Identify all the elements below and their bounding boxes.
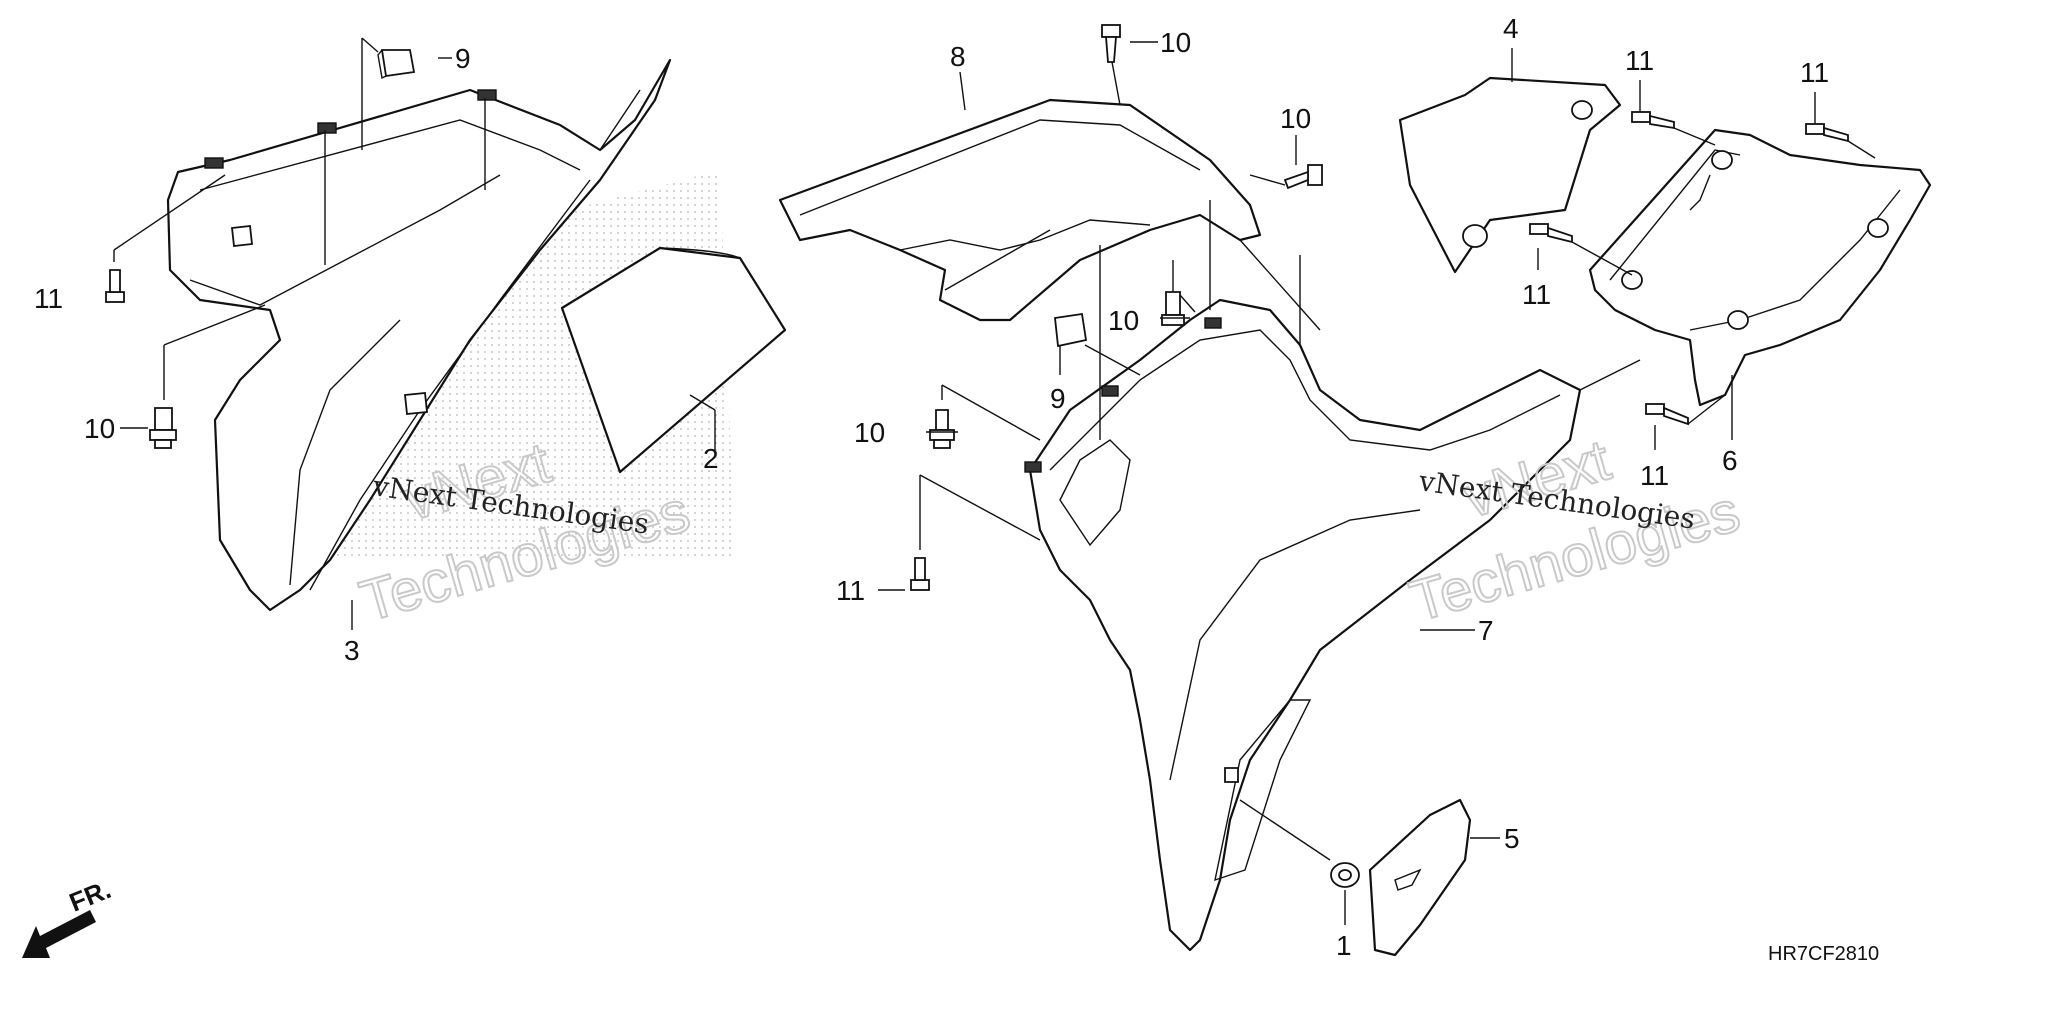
- diagram-code: HR7CF2810: [1768, 943, 1879, 965]
- callout-3: 3: [344, 635, 360, 666]
- callout-1: 1: [1336, 930, 1352, 961]
- front-arrow-icon: [22, 910, 96, 958]
- leaders-center: [878, 41, 1500, 925]
- part-11-screw-center: [910, 557, 930, 591]
- part-1-grommet: [1330, 862, 1360, 888]
- callout-11-center: 11: [836, 575, 865, 606]
- callout-2: 2: [703, 443, 719, 474]
- part-5-small-cover: [1368, 798, 1472, 957]
- callout-11-right-top-b: 11: [1800, 57, 1829, 88]
- part-8-top-cover: [778, 98, 1262, 322]
- part-11-screw-right-top-b: [1805, 123, 1849, 143]
- callout-11-right-top-a: 11: [1625, 45, 1654, 76]
- part-10-bolt-mid: [1161, 291, 1185, 326]
- callout-11-right-low: 11: [1640, 460, 1669, 491]
- callout-7: 7: [1478, 615, 1494, 646]
- part-11-screw-right-low: [1645, 403, 1689, 426]
- part-2-flat-panel: [560, 246, 787, 474]
- part-3-left-side-cover: [166, 58, 672, 612]
- front-direction-indicator: FR.: [22, 874, 115, 958]
- part-11-screw-right-top-a: [1631, 111, 1675, 130]
- part-10-bolt-lower: [929, 409, 955, 449]
- callout-9-center: 9: [1050, 383, 1066, 414]
- callout-9-left: 9: [455, 43, 471, 74]
- callout-labels: 9 11 10 3 2 8 10 10 10 9 10 11 7 5 1 4 1…: [34, 13, 1829, 961]
- callout-8: 8: [950, 41, 966, 72]
- part-11-screw-right-mid: [1529, 223, 1573, 244]
- callout-11-right-mid: 11: [1522, 279, 1551, 310]
- callout-5: 5: [1504, 823, 1520, 854]
- callout-10-mid: 10: [1108, 305, 1139, 336]
- callout-6: 6: [1722, 445, 1738, 476]
- callout-10-lower: 10: [854, 417, 885, 448]
- callout-11-left: 11: [34, 283, 63, 314]
- callout-10-left: 10: [84, 413, 115, 444]
- part-10-bolt-right: [1283, 164, 1323, 190]
- part-10-bolt-top: [1101, 24, 1121, 63]
- leaders-left: [113, 37, 716, 630]
- part-4-plate: [1398, 48, 1622, 274]
- part-9-clip-left: [377, 49, 416, 80]
- part-9-clip-center: [1054, 312, 1088, 348]
- callout-10-top: 10: [1160, 27, 1191, 58]
- callout-10-right: 10: [1280, 103, 1311, 134]
- part-11-screw-left: [105, 269, 125, 303]
- part-7-main-side-cover: [1024, 298, 1582, 952]
- svg-text:FR.: FR.: [65, 874, 115, 918]
- callout-4: 4: [1503, 13, 1519, 44]
- leaders-right: [1299, 80, 1876, 450]
- part-10-bolt-left: [149, 407, 177, 449]
- part-6-right-panel: [1588, 128, 1932, 407]
